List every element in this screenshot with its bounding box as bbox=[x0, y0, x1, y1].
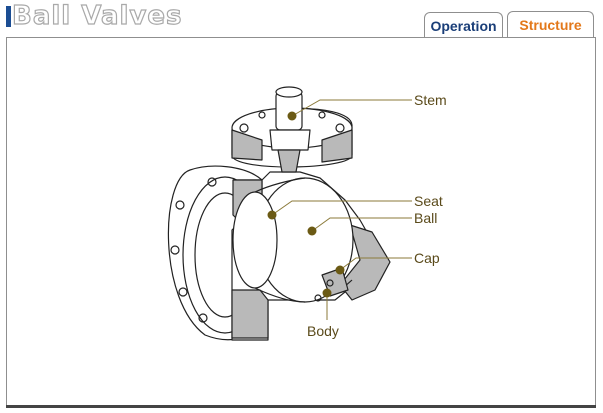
label-cap: Cap bbox=[414, 250, 440, 266]
callout-line-stem bbox=[291, 99, 412, 117]
callout-dot-cap bbox=[335, 265, 345, 275]
tab-structure[interactable]: Structure bbox=[507, 11, 594, 38]
callout-dot-seat bbox=[267, 210, 277, 220]
title-accent-bar bbox=[6, 5, 11, 27]
callout-dot-stem bbox=[287, 111, 297, 121]
tab-operation[interactable]: Operation bbox=[424, 12, 503, 38]
page-title: Ball Valves bbox=[11, 0, 183, 31]
callout-dot-body bbox=[322, 288, 332, 298]
callout-line-cap bbox=[339, 257, 412, 271]
tab-bar: Operation Structure bbox=[424, 11, 594, 38]
app-title: Ball Valves bbox=[6, 0, 183, 32]
label-stem: Stem bbox=[414, 92, 447, 108]
label-body: Body bbox=[307, 323, 339, 339]
callout-dot-ball bbox=[307, 226, 317, 236]
callout-line-ball bbox=[311, 217, 412, 232]
frame-bottom-edge bbox=[6, 405, 596, 408]
label-ball: Ball bbox=[414, 210, 437, 226]
callout-line-seat bbox=[271, 200, 412, 216]
label-seat: Seat bbox=[414, 193, 443, 209]
valve-stem bbox=[269, 86, 311, 173]
callout-dots bbox=[267, 111, 345, 298]
